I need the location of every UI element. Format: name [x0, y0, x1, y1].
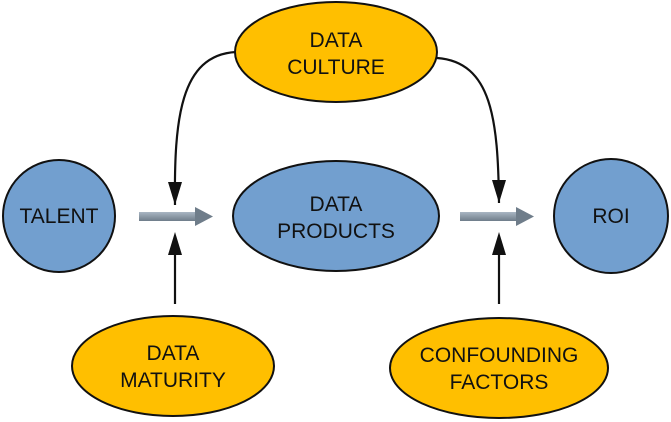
confounding-factors-label-line2: FACTORS: [450, 371, 549, 394]
data-maturity-label-line2: MATURITY: [120, 369, 226, 392]
data-products-label-line2: PRODUCTS: [277, 220, 395, 243]
node-data-products: DATA PRODUCTS: [232, 160, 440, 272]
node-confounding-factors: CONFOUNDING FACTORS: [389, 317, 609, 419]
talent-label: TALENT: [20, 205, 99, 228]
data-culture-label-line2: CULTURE: [287, 56, 385, 79]
data-maturity-label-line1: DATA: [147, 342, 200, 365]
flow-arrow-products-to-roi: [460, 207, 534, 226]
node-roi: ROI: [553, 158, 669, 274]
node-talent: TALENT: [2, 159, 116, 273]
data-products-label-line1: DATA: [310, 193, 363, 216]
culture-to-right-arrow: [436, 56, 501, 204]
flow-arrow-talent-to-products: [139, 207, 213, 226]
roi-label: ROI: [592, 205, 629, 228]
maturity-arrowhead: [168, 232, 182, 255]
node-data-culture: DATA CULTURE: [234, 1, 438, 103]
confounding-arrowhead: [492, 232, 506, 255]
confounding-factors-label-line1: CONFOUNDING: [420, 344, 579, 367]
culture-right-arrowhead: [492, 180, 506, 203]
data-culture-label-line1: DATA: [310, 29, 363, 52]
culture-to-left-arrow: [173, 50, 237, 206]
node-data-maturity: DATA MATURITY: [71, 315, 275, 417]
culture-left-arrowhead: [168, 182, 182, 205]
